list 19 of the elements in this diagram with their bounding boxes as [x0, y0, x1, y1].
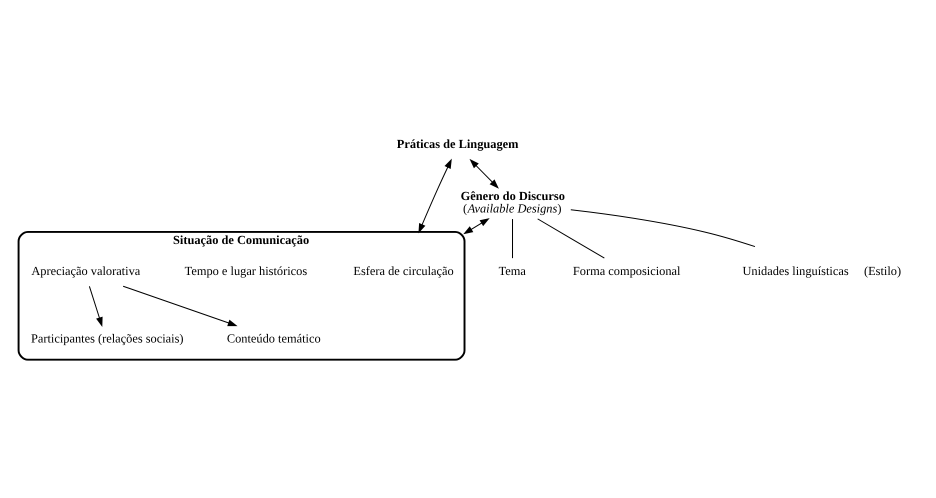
node-text: Práticas de Linguagem: [396, 137, 518, 152]
node-text: Tema: [498, 264, 526, 278]
node-text: Participantes (relações sociais): [30, 332, 184, 346]
connector: [512, 219, 514, 258]
node-text: Unidades linguísticas: [742, 264, 849, 278]
arrow: [418, 158, 452, 234]
connector: [570, 209, 756, 248]
arrow: [123, 286, 238, 326]
node-text: Gênero do Discurso (Available Designs): [460, 189, 565, 216]
node-text: Apreciação valorativa: [31, 264, 140, 278]
arrow: [470, 158, 499, 189]
arrow: [88, 286, 103, 327]
node-text: Forma composicional: [572, 264, 680, 278]
node-text: Conteúdo temático: [226, 332, 321, 346]
node-text: Tempo e lugar históricos: [184, 264, 308, 278]
arrow: [463, 218, 490, 234]
node-label: (Estilo): [864, 264, 902, 278]
node-text: Esfera de circulação: [353, 264, 454, 278]
connector: [537, 218, 605, 258]
